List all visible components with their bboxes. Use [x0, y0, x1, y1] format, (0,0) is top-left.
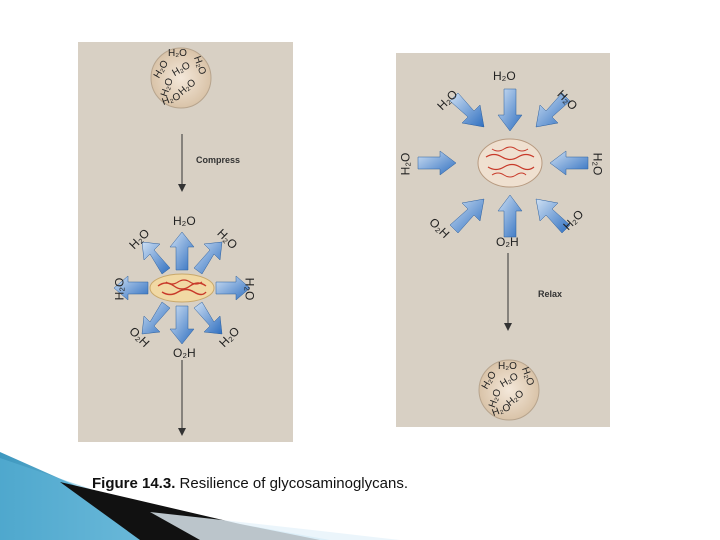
hydrated-gag-ball [150, 47, 212, 109]
compress-panel: H₂O H₂O H₂O H₂O H₂O H₂O H₂O Compress H₂O… [78, 42, 293, 442]
figure-caption: Figure 14.3. Resilience of glycosaminogl… [92, 475, 408, 492]
water-label-right: H₂O [590, 152, 605, 176]
footer-swoosh [0, 452, 400, 540]
water-label: H₂O [168, 48, 187, 59]
water-label-left: H₂O [398, 152, 413, 176]
compress-diagram [113, 47, 251, 436]
compress-label: Compress [196, 155, 241, 165]
expanding-gag-ellipse [477, 138, 543, 188]
water-expelled-arrows [113, 231, 251, 345]
water-label-top: H₂O [173, 214, 196, 228]
water-label-left: H₂O [112, 277, 127, 301]
water-label-right: H₂O [242, 277, 257, 301]
rehydrated-gag-ball [478, 359, 540, 421]
compressed-gag-ellipse [149, 273, 215, 303]
caption-text: Resilience of glycosaminoglycans. [175, 475, 408, 492]
water-label-bottom: O₂H [496, 235, 519, 249]
relax-diagram [417, 88, 589, 421]
water-influx-arrows [417, 88, 589, 238]
water-label-top: H₂O [493, 69, 516, 83]
relax-label: Relax [538, 289, 563, 299]
water-label: H₂O [498, 361, 517, 372]
water-label-bottom: O₂H [173, 346, 196, 360]
relax-panel: H₂O H₂O H₂O H₂O H₂O O₂H H₂O O₂H Relax H₂… [396, 53, 610, 427]
figure-number: Figure 14.3. [92, 475, 176, 492]
